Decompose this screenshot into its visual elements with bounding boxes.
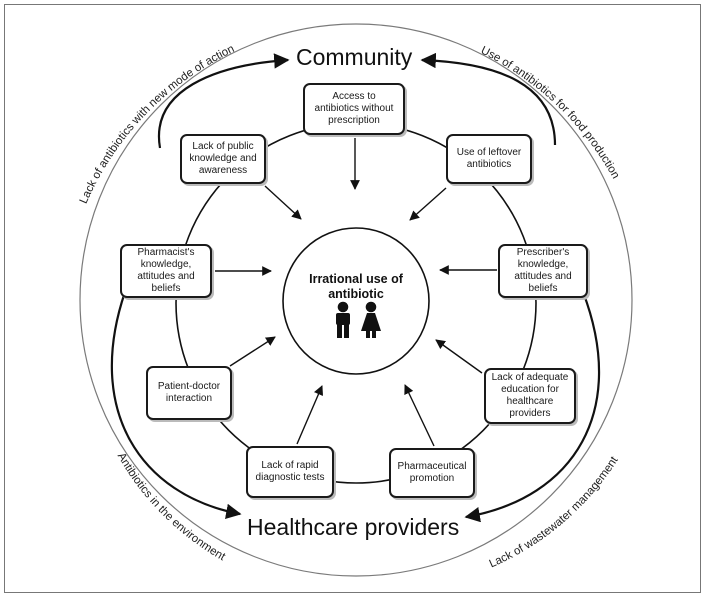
arrow-promotion xyxy=(404,384,435,447)
box-line: prescription xyxy=(328,115,380,126)
box-line: beliefs xyxy=(151,283,181,294)
arrow-pharmacist-to-providers xyxy=(110,291,242,519)
box-line: awareness xyxy=(198,165,248,176)
box-line: beliefs xyxy=(528,283,558,294)
box-leftover-antibiotics: Use of leftover antibiotics xyxy=(446,134,532,184)
box-pharmaceutical-promotion: Pharmaceutical promotion xyxy=(389,448,475,498)
box-line: interaction xyxy=(165,393,213,404)
box-line: attitudes and xyxy=(514,271,572,282)
figure-frame xyxy=(4,4,701,593)
box-access-without-prescription: Access to antibiotics without prescripti… xyxy=(303,83,405,135)
center-title: Irrational use of antibiotic xyxy=(296,272,416,302)
box-line: Lack of adequate xyxy=(491,372,569,383)
box-line: Lack of rapid xyxy=(261,460,319,471)
title-community: Community xyxy=(296,44,413,70)
box-line: Use of leftover xyxy=(456,147,522,158)
box-line: healthcare xyxy=(506,396,554,407)
arrow-leftover xyxy=(409,187,447,221)
arrow-rapid xyxy=(296,385,324,445)
box-prescriber-knowledge: Prescriber's knowledge, attitudes and be… xyxy=(498,244,588,298)
center-title-line1: Irrational use of xyxy=(309,272,403,286)
woman-icon xyxy=(361,301,381,338)
box-line: promotion xyxy=(409,473,455,484)
box-line: providers xyxy=(509,408,551,419)
box-line: knowledge, xyxy=(140,259,192,270)
box-line: diagnostic tests xyxy=(255,472,325,483)
center-title-line2: antibiotic xyxy=(328,287,384,301)
box-line: Pharmacist's xyxy=(137,247,195,258)
title-healthcare-providers: Healthcare providers xyxy=(247,514,460,540)
box-pharmacist-knowledge: Pharmacist's knowledge, attitudes and be… xyxy=(120,244,212,298)
box-line: education for xyxy=(501,384,559,395)
arrow-prescriber-to-providers xyxy=(464,291,601,523)
arrow-public-to-community xyxy=(157,53,290,149)
box-line: Patient-doctor xyxy=(157,381,221,392)
outer-ring xyxy=(79,23,633,577)
box-line: knowledge, xyxy=(517,259,569,270)
arrow-patient xyxy=(229,336,276,367)
box-line: antibiotics without xyxy=(314,103,394,114)
label-wastewater: Lack of wastewater management xyxy=(488,454,621,570)
box-lack-of-education: Lack of adequate education for healthcar… xyxy=(484,368,576,424)
box-line: Prescriber's xyxy=(516,247,570,258)
arrow-leftover-to-community xyxy=(420,52,557,146)
box-line: Lack of public xyxy=(192,141,254,152)
box-line: Access to xyxy=(332,91,376,102)
arrow-education xyxy=(435,339,483,374)
box-public-knowledge: Lack of public knowledge and awareness xyxy=(180,134,266,184)
box-line: knowledge and xyxy=(189,153,257,164)
box-patient-doctor-interaction: Patient-doctor interaction xyxy=(146,366,232,420)
man-icon xyxy=(336,301,350,338)
box-line: Pharmaceutical xyxy=(397,461,467,472)
arrow-public xyxy=(264,185,302,220)
center-circle xyxy=(282,227,430,375)
box-rapid-diagnostic-tests: Lack of rapid diagnostic tests xyxy=(246,446,334,498)
box-line: antibiotics xyxy=(466,159,512,170)
box-line: attitudes and xyxy=(137,271,195,282)
